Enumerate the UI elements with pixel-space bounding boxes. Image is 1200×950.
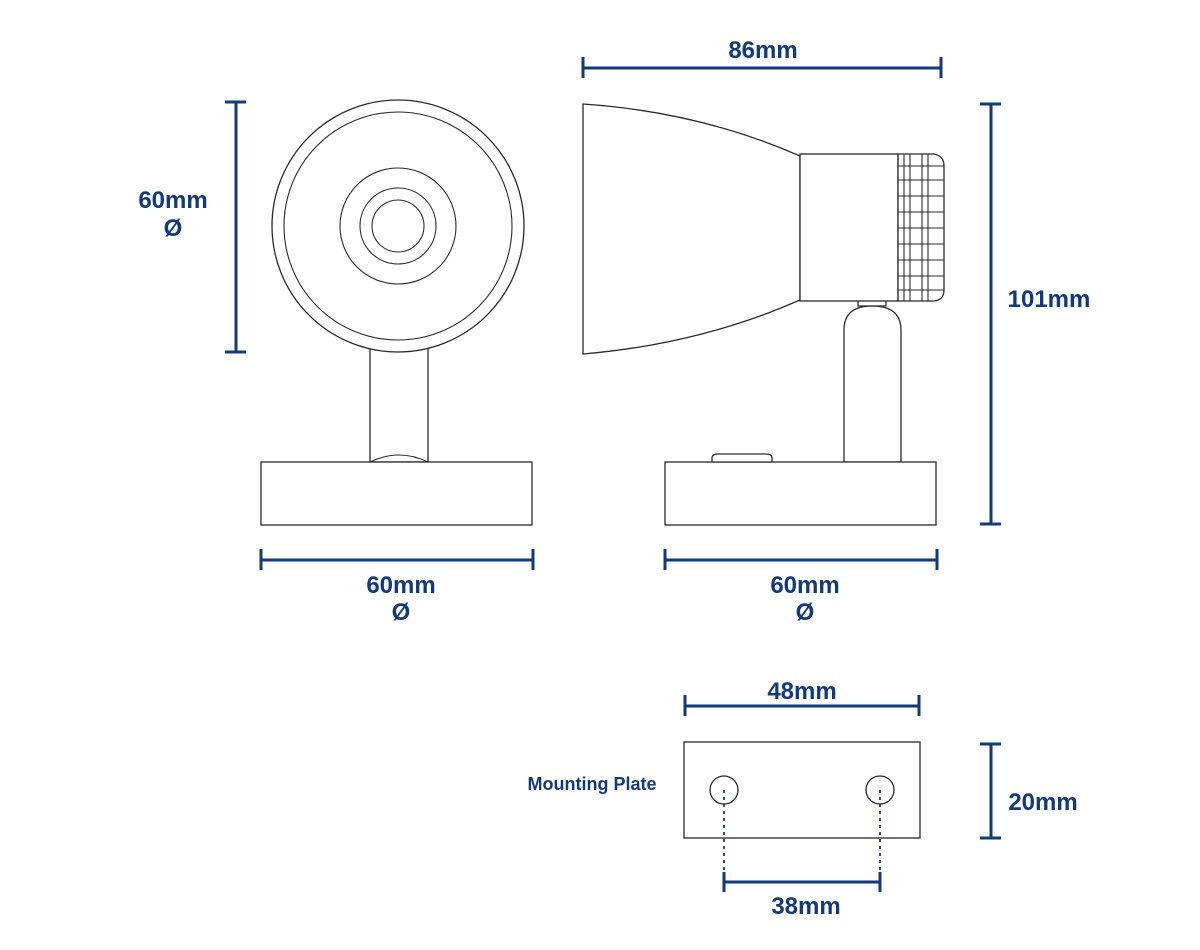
side-base-dimension: 60mm Ø <box>663 549 939 626</box>
plate-height-label: 20mm <box>1008 789 1077 816</box>
plate-height-dimension: 20mm <box>980 742 1078 840</box>
side-housing <box>799 153 899 302</box>
side-base-symbol: Ø <box>796 599 815 626</box>
side-length-dimension: 86mm <box>581 37 943 78</box>
front-stem <box>369 339 429 463</box>
hole-spacing-label: 38mm <box>771 893 840 920</box>
front-lens-middle <box>359 187 437 265</box>
side-switch <box>711 453 773 463</box>
front-lens-inner <box>371 199 425 253</box>
side-base-label: 60mm <box>770 572 839 599</box>
plate-width-dimension: 48mm <box>683 678 921 716</box>
side-height-label: 101mm <box>1008 286 1091 313</box>
side-height-dimension: 101mm <box>980 102 1091 526</box>
front-height-dimension: 60mm Ø <box>138 100 246 354</box>
front-height-symbol: Ø <box>164 215 183 242</box>
side-length-label: 86mm <box>728 37 797 64</box>
front-head-rim <box>283 111 513 341</box>
front-base <box>260 461 533 526</box>
front-view <box>260 99 533 526</box>
front-base-dimension: 60mm Ø <box>259 549 535 626</box>
hole-spacing-dimension: 38mm <box>722 790 882 920</box>
front-head-outer <box>271 99 525 353</box>
plate-width-label: 48mm <box>767 678 836 705</box>
front-base-label: 60mm <box>366 572 435 599</box>
front-stem-collar <box>369 454 429 463</box>
front-height-label: 60mm <box>138 187 207 214</box>
front-base-symbol: Ø <box>392 599 411 626</box>
front-lens-outer <box>339 167 457 285</box>
side-shade <box>582 103 801 355</box>
mounting-plate-label: Mounting Plate <box>528 774 657 794</box>
side-base <box>664 461 937 526</box>
side-view <box>582 103 945 526</box>
side-stem <box>843 305 902 463</box>
